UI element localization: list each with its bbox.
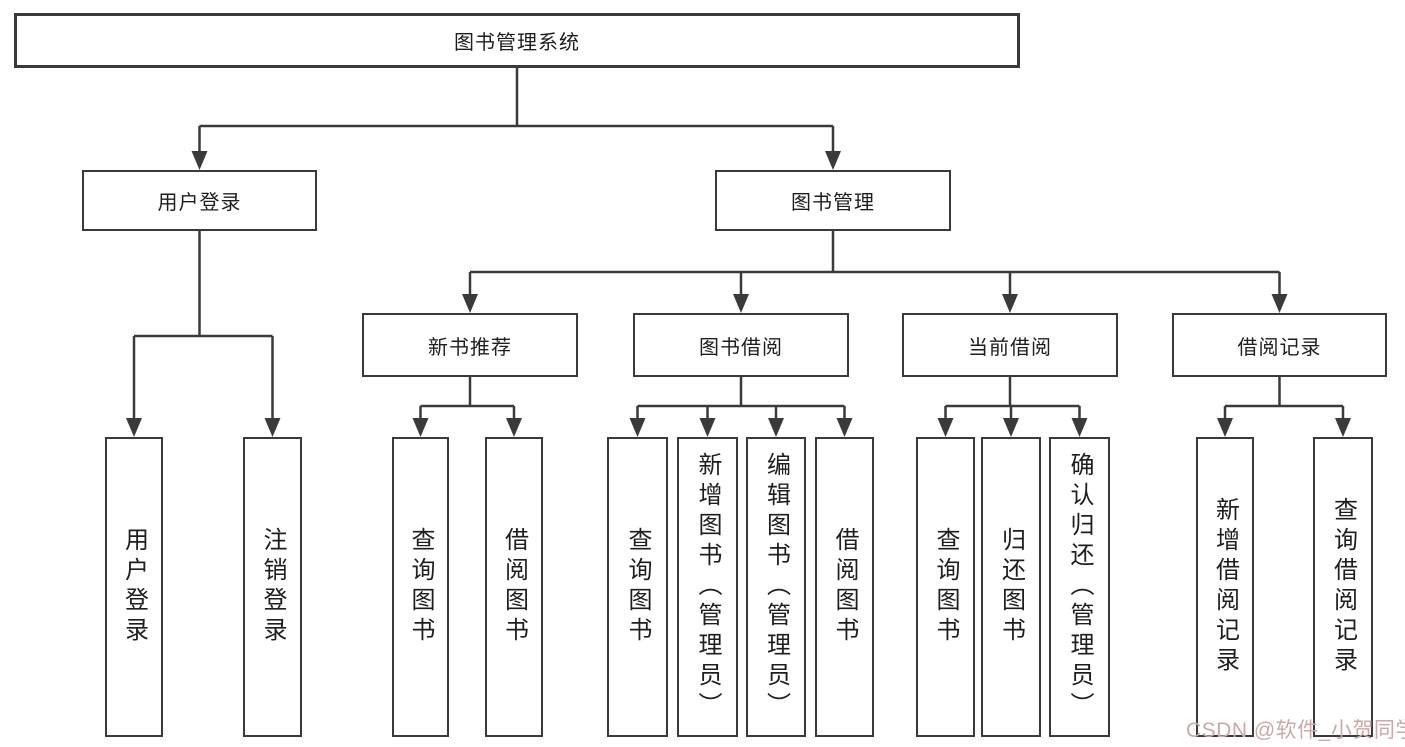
arrow-down-icon — [264, 418, 281, 437]
leaf-query-books-current-label: 查询图书 — [932, 527, 959, 647]
leaf-user-login-label: 用户登录 — [120, 527, 148, 647]
node-user-login-label: 用户登录 — [157, 192, 242, 214]
leaf-edit-books-admin-label: 编辑图书（管理员） — [762, 452, 790, 722]
leaf-confirm-return-admin-label: 确认归还（管理员） — [1066, 452, 1093, 722]
leaf-logout: 注销登录 — [243, 437, 302, 737]
leaf-add-books-admin: 新增图书（管理员） — [677, 437, 738, 737]
connector-borrowing-records-children — [1223, 377, 1345, 421]
connector-book-management-children — [468, 231, 1281, 297]
leaf-borrow-books-newbook-label: 借阅图书 — [500, 527, 528, 647]
leaf-query-books-newbook-label: 查询图书 — [407, 527, 434, 647]
leaf-query-books-borrowing-label: 查询图书 — [624, 527, 651, 647]
leaf-return-books: 归还图书 — [981, 437, 1041, 737]
leaf-query-books-borrowing: 查询图书 — [607, 437, 668, 737]
leaf-add-borrow-record-label: 新增借阅记录 — [1211, 497, 1239, 677]
arrow-down-icon — [937, 418, 954, 437]
connector-user-login-children — [132, 231, 274, 421]
leaf-query-books-newbook: 查询图书 — [392, 437, 449, 737]
arrow-down-icon — [1002, 294, 1018, 313]
node-library-system-label: 图书管理系统 — [454, 32, 580, 54]
node-borrowing-records: 借阅记录 — [1172, 313, 1387, 377]
csdn-watermark: CSDN @软件_小贺同学 — [1186, 719, 1405, 742]
leaf-edit-books-admin: 编辑图书（管理员） — [746, 437, 806, 737]
node-current-borrowing: 当前借阅 — [902, 313, 1118, 377]
leaf-borrow-books-borrowing: 借阅图书 — [815, 437, 874, 737]
arrow-down-icon — [191, 151, 208, 170]
connector-book-borrowing-children — [636, 377, 846, 421]
leaf-add-borrow-record: 新增借阅记录 — [1196, 437, 1254, 737]
arrow-down-icon — [506, 418, 522, 437]
leaf-borrow-books-borrowing-label: 借阅图书 — [831, 527, 858, 647]
node-library-system: 图书管理系统 — [14, 13, 1020, 68]
connector-root-to-level1 — [198, 68, 835, 154]
node-book-borrowing: 图书借阅 — [633, 313, 849, 377]
leaf-logout-label: 注销登录 — [259, 527, 286, 647]
leaf-add-books-admin-label: 新增图书（管理员） — [694, 452, 721, 722]
connector-new-book-children — [419, 377, 516, 421]
leaf-query-books-current: 查询图书 — [916, 437, 975, 737]
node-new-book-recommend-label: 新书推荐 — [428, 336, 512, 359]
arrow-down-icon — [825, 151, 841, 170]
leaf-borrow-books-newbook: 借阅图书 — [485, 437, 543, 737]
arrow-down-icon — [412, 418, 429, 437]
arrow-down-icon — [1335, 418, 1351, 437]
leaf-query-borrow-record: 查询借阅记录 — [1313, 437, 1373, 737]
arrow-down-icon — [126, 418, 142, 437]
node-book-borrowing-label: 图书借阅 — [699, 336, 783, 359]
leaf-return-books-label: 归还图书 — [997, 527, 1025, 647]
node-borrowing-records-label: 借阅记录 — [1237, 336, 1322, 359]
node-book-management: 图书管理 — [715, 170, 951, 231]
arrow-down-icon — [768, 418, 784, 437]
arrow-down-icon — [699, 418, 716, 437]
arrow-down-icon — [629, 418, 646, 437]
leaf-query-borrow-record-label: 查询借阅记录 — [1329, 497, 1357, 677]
connector-current-borrowing-children — [944, 377, 1081, 421]
node-user-login: 用户登录 — [82, 170, 317, 231]
leaf-user-login: 用户登录 — [105, 437, 163, 737]
arrow-down-icon — [1003, 418, 1019, 437]
arrow-down-icon — [462, 294, 478, 313]
arrow-down-icon — [836, 418, 853, 437]
arrow-down-icon — [1071, 418, 1088, 437]
node-book-management-label: 图书管理 — [791, 192, 875, 214]
arrow-down-icon — [733, 294, 749, 313]
node-current-borrowing-label: 当前借阅 — [968, 336, 1052, 359]
leaf-confirm-return-admin: 确认归还（管理员） — [1049, 437, 1110, 737]
arrow-down-icon — [1271, 294, 1288, 313]
node-new-book-recommend: 新书推荐 — [362, 313, 578, 377]
arrow-down-icon — [1217, 418, 1233, 437]
